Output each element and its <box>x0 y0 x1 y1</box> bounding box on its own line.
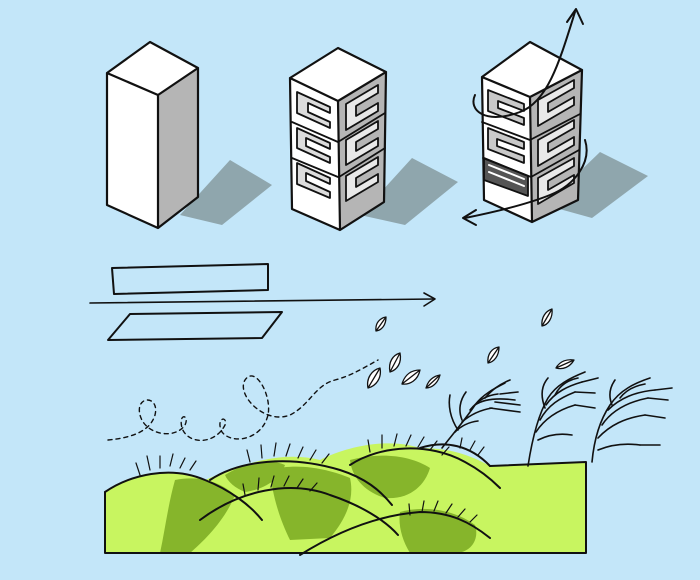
skewed-strip <box>107 311 283 341</box>
twisted-block-top <box>482 42 582 97</box>
carved-block-shadow <box>360 158 458 225</box>
hill-shadow-2 <box>270 466 352 540</box>
hill-shadow-1 <box>160 478 235 553</box>
carved-slots-side <box>337 84 386 202</box>
wind-arrow-line <box>89 298 435 304</box>
leaf-icon <box>541 308 553 327</box>
carved-block-top <box>290 48 386 101</box>
tree-icon <box>591 377 673 463</box>
wind-path-dashed <box>107 359 379 442</box>
leaves <box>366 308 575 389</box>
plain-block-shadow <box>180 160 272 225</box>
carved-slots-front <box>291 91 339 199</box>
carved-block <box>288 46 458 232</box>
leaf-icon <box>401 369 421 385</box>
landscape <box>104 308 673 556</box>
plain-block <box>105 40 272 230</box>
leaf-icon <box>555 359 575 370</box>
wind-diagram <box>89 263 436 341</box>
tree-icon <box>441 379 521 449</box>
plain-block-front <box>107 73 158 228</box>
leaf-icon <box>487 346 500 364</box>
hill-shadow-5 <box>225 461 285 492</box>
twist-curve-top <box>472 11 576 118</box>
plain-block-side <box>158 68 198 228</box>
hill-shadow-4 <box>399 508 477 553</box>
leaf-icon <box>388 352 402 373</box>
arrow-icon <box>566 8 584 25</box>
hill-shadow-3 <box>350 455 430 499</box>
grass-tufts <box>135 433 485 523</box>
leaf-icon <box>425 374 441 389</box>
hill-outlines <box>104 443 587 556</box>
twist-curve-bottom <box>464 139 588 219</box>
straight-strip <box>111 263 269 295</box>
arrow-icon <box>462 209 477 226</box>
leaf-icon <box>375 316 387 332</box>
arrow-icon <box>423 292 436 307</box>
leaf-icon <box>366 367 382 389</box>
twisted-block <box>462 8 648 226</box>
tree-icon <box>527 371 599 467</box>
